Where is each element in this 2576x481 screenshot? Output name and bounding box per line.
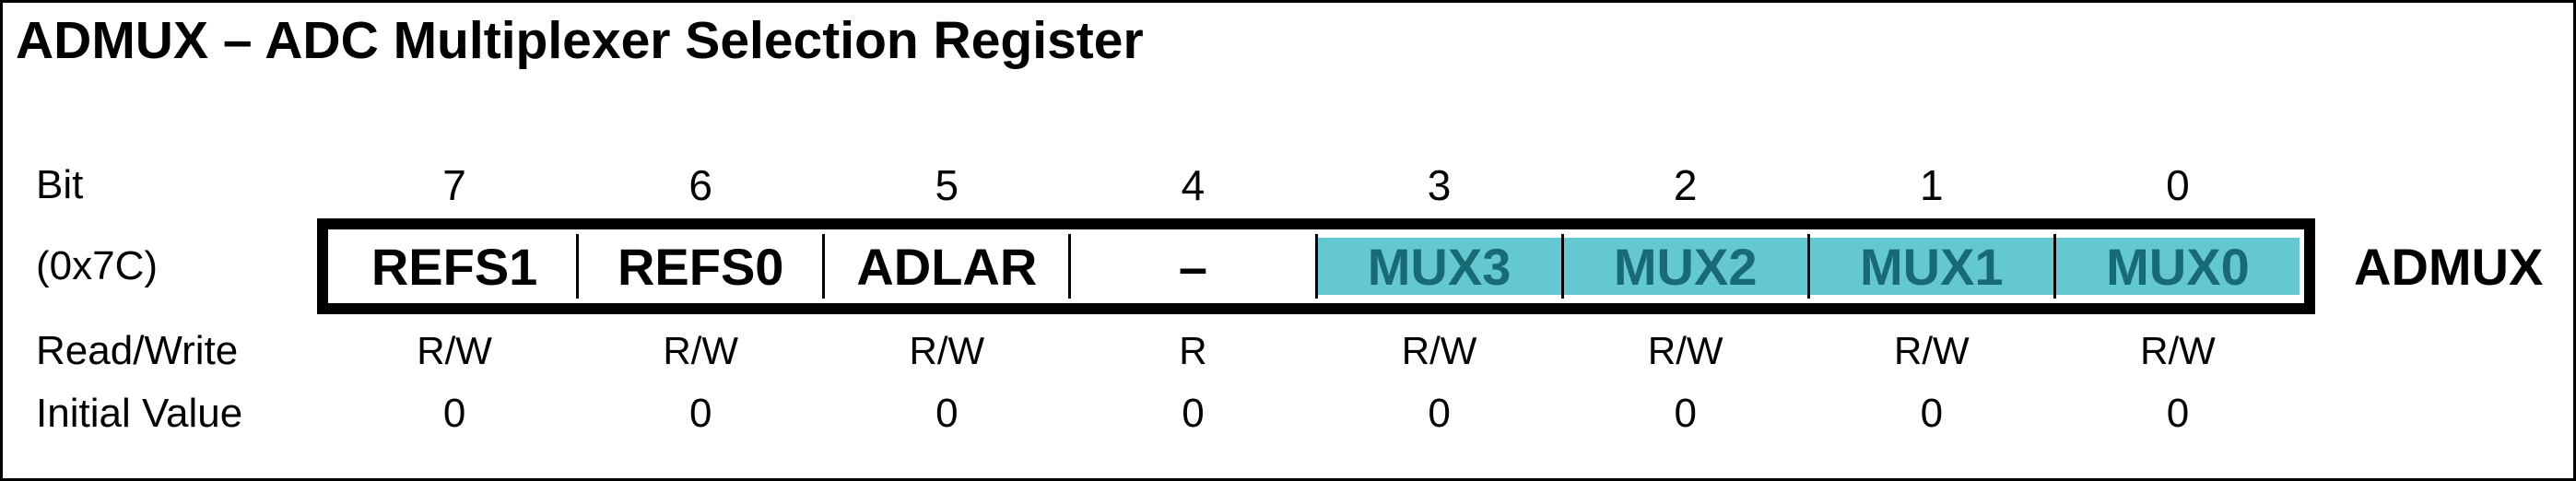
read-write-bit3: R/W [1401,329,1477,372]
initial-value-bit5: 0 [935,391,959,436]
register-cells: REFS1 REFS0 ADLAR – MUX3 MUX2 MUX1 MUX0 [333,234,2300,299]
initial-value-bit1: 0 [1920,391,1944,436]
initial-value-bit2: 0 [1674,391,1697,436]
field-label: MUX1 [1860,237,2004,296]
register-field-cell: ADLAR [825,234,1069,299]
field-label: – [1178,237,1208,296]
register-field-cell: MUX0 [2055,234,2300,299]
register-box: REFS1 REFS0 ADLAR – MUX3 MUX2 MUX1 MUX0 [317,218,2315,314]
read-write-row: Read/Write R/W R/W R/W R R/W R/W R/W R/W [3,327,2573,375]
bit-number-0: 0 [2166,161,2190,209]
read-write-bit1: R/W [1893,329,1970,372]
bit-number-6: 6 [688,161,712,209]
read-write-bit6: R/W [663,329,739,372]
field-label: ADLAR [856,237,1038,296]
register-field-cell: MUX3 [1317,234,1561,299]
bit-number-1: 1 [1920,161,1944,209]
bit-number-4: 4 [1181,161,1206,209]
initial-value-bit6: 0 [688,391,712,436]
bit-number-row: Bit 7 6 5 4 3 2 1 0 [3,159,2573,211]
bit-numbers: 7 6 5 4 3 2 1 0 [317,160,2315,210]
register-row: (0x7C) REFS1 REFS0 ADLAR – MUX3 MUX2 MUX… [3,218,2573,314]
bit-row-label: Bit [36,161,84,207]
register-field-cell-reserved: – [1071,234,1315,299]
read-write-bit5: R/W [909,329,985,372]
initial-values: 0 0 0 0 0 0 0 0 [317,391,2315,437]
initial-value-bit0: 0 [2166,391,2190,436]
read-write-bit0: R/W [2140,329,2216,372]
register-address: (0x7C) [36,242,159,288]
field-label: REFS1 [371,237,538,296]
read-write-bit4: R [1179,329,1207,372]
register-field-cell: MUX1 [1809,234,2053,299]
register-field-cell: REFS1 [333,234,577,299]
initial-value-row: Initial Value 0 0 0 0 0 0 0 0 [3,390,2573,438]
read-write-bit2: R/W [1647,329,1723,372]
bit-number-7: 7 [442,161,466,209]
read-write-bit7: R/W [417,329,492,372]
initial-value-bit4: 0 [1182,391,1205,436]
bit-number-3: 3 [1427,161,1452,209]
field-label: MUX0 [2106,237,2250,296]
field-label: MUX3 [1367,237,1511,296]
initial-value-label: Initial Value [36,390,243,436]
initial-value-bit7: 0 [442,391,466,436]
page-title: ADMUX – ADC Multiplexer Selection Regist… [16,11,1144,70]
bit-number-5: 5 [935,161,959,209]
field-label: MUX2 [1613,237,1758,296]
read-write-values: R/W R/W R/W R R/W R/W R/W R/W [317,329,2315,373]
register-name: ADMUX [2354,237,2544,296]
register-field-cell: REFS0 [579,234,823,299]
register-field-cell: MUX2 [1563,234,1807,299]
bit-number-2: 2 [1673,161,1698,209]
field-label: REFS0 [617,237,784,296]
read-write-label: Read/Write [36,327,239,373]
initial-value-bit3: 0 [1428,391,1451,436]
